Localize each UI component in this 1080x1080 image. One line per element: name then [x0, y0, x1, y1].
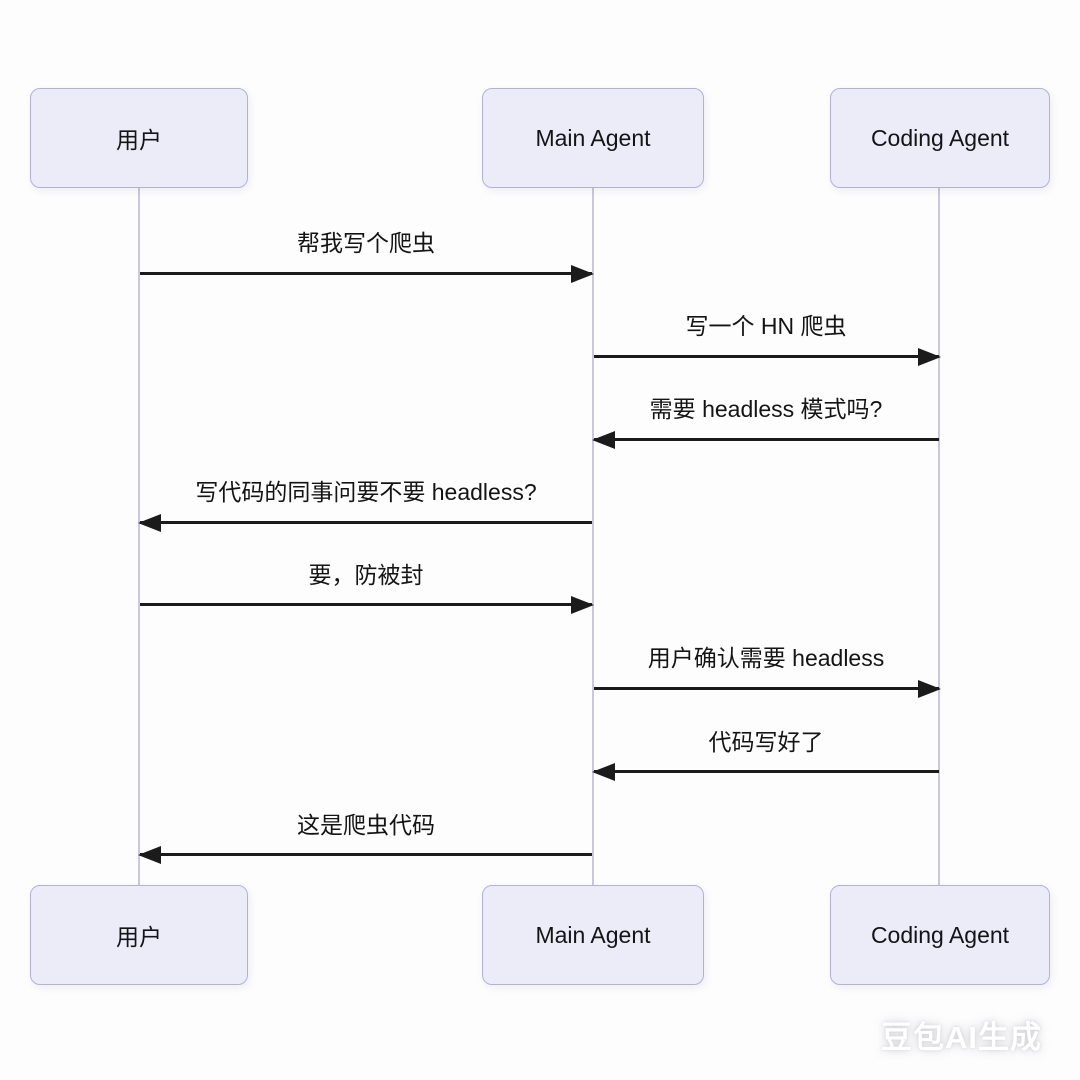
arrow-left-icon — [140, 521, 592, 524]
message-label: 需要 headless 模式吗? — [649, 396, 883, 422]
actor-coding-agent-top: Coding Agent — [830, 88, 1050, 188]
message-label: 代码写好了 — [708, 729, 824, 755]
arrow-left-icon — [594, 438, 939, 441]
actor-coding-agent-bottom: Coding Agent — [830, 885, 1050, 985]
message-label: 用户确认需要 headless — [647, 645, 885, 671]
actor-user-label: 用户 — [116, 127, 162, 153]
actor-main-agent-label: Main Agent — [535, 124, 651, 151]
actor-main-agent-bottom: Main Agent — [482, 885, 704, 985]
message-label: 写代码的同事问要不要 headless? — [195, 479, 537, 505]
actor-coding-agent-label: Coding Agent — [870, 921, 1010, 948]
arrow-right-icon — [594, 355, 939, 358]
actor-coding-agent-label: Coding Agent — [870, 124, 1010, 151]
arrow-right-icon — [140, 272, 592, 275]
actor-user-top: 用户 — [30, 88, 248, 188]
lifeline-main-agent — [592, 188, 594, 885]
arrow-right-icon — [140, 603, 592, 606]
message-label: 写一个 HN 爬虫 — [685, 313, 847, 339]
lifeline-coding-agent — [938, 188, 940, 885]
actor-user-bottom: 用户 — [30, 885, 248, 985]
actor-main-agent-label: Main Agent — [535, 921, 651, 948]
actor-user-label: 用户 — [116, 924, 162, 950]
message-label: 要，防被封 — [308, 562, 424, 588]
watermark: 豆包AI生成 — [881, 1020, 1042, 1055]
arrow-left-icon — [140, 853, 592, 856]
actor-main-agent-top: Main Agent — [482, 88, 704, 188]
message-label: 这是爬虫代码 — [297, 812, 435, 838]
arrow-right-icon — [594, 687, 939, 690]
lifeline-user — [138, 188, 140, 885]
arrow-left-icon — [594, 770, 939, 773]
message-label: 帮我写个爬虫 — [297, 230, 435, 256]
